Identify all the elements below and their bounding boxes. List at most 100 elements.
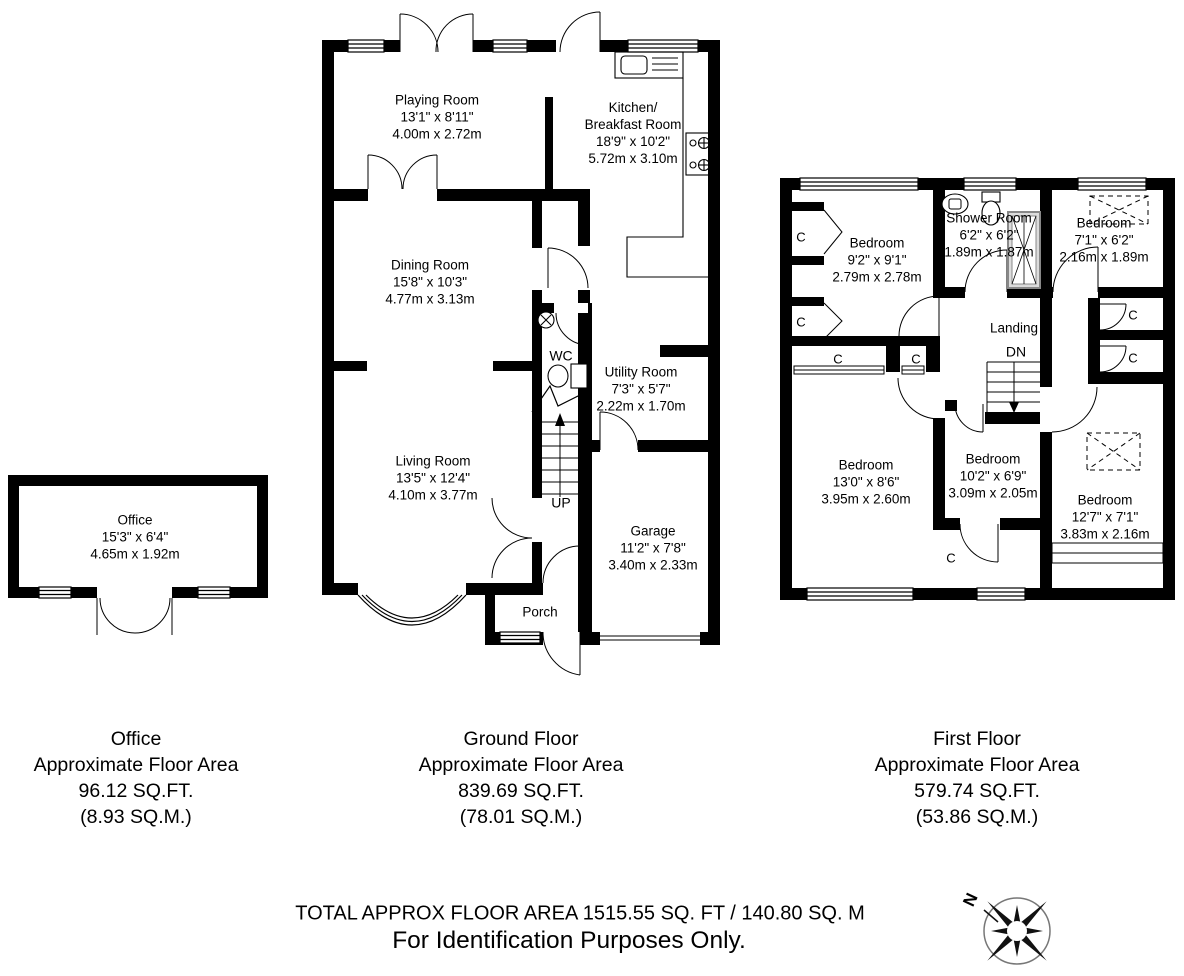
bay-window <box>357 594 467 626</box>
first-floor-windows <box>799 177 1147 601</box>
room-size-imperial: 13'5" x 12'4" <box>395 470 471 486</box>
room-name: Kitchen/ <box>608 100 658 115</box>
office-caption: Office Approximate Floor Area 96.12 SQ.F… <box>34 726 239 830</box>
room-size-metric: 4.65m x 1.92m <box>90 546 180 562</box>
caption-title: Office <box>110 728 162 750</box>
ground-floor-plan <box>322 11 720 676</box>
room-size-metric: 2.16m x 1.89m <box>1059 249 1149 265</box>
room-label-office: Office 15'3" x 6'4" 4.65m x 1.92m <box>90 512 179 563</box>
sink-unit <box>614 51 684 79</box>
room-size-metric: 4.10m x 3.77m <box>388 487 478 503</box>
room-label-bedroom-front: Bedroom 9'2" x 9'1" 2.79m x 2.78m <box>832 235 921 286</box>
room-label-bedroom-right: Bedroom 12'7" x 7'1" 3.83m x 2.16m <box>1060 492 1149 543</box>
room-size-imperial: 13'0" x 8'6" <box>832 474 900 490</box>
office-window <box>38 586 72 599</box>
room-name: Bedroom <box>838 457 894 473</box>
room-label-utility-room: Utility Room 7'3" x 5'7" 2.22m x 1.70m <box>596 364 685 415</box>
room-name: Breakfast Room <box>584 117 682 132</box>
kitchen-counter <box>626 78 708 278</box>
room-size-metric: 3.83m x 2.16m <box>1060 526 1150 542</box>
room-label-dining-room: Dining Room 15'8" x 10'3" 4.77m x 3.13m <box>385 257 474 308</box>
room-size-metric: 2.22m x 1.70m <box>596 398 686 414</box>
room-label-wc: WC <box>549 347 573 364</box>
total-floor-area: TOTAL APPROX FLOOR AREA 1515.55 SQ. FT /… <box>295 902 865 925</box>
office-window <box>197 586 231 599</box>
room-size-imperial: 15'3" x 6'4" <box>101 529 169 545</box>
toilet-bowl <box>981 200 1001 226</box>
fitted-unit <box>1051 542 1164 564</box>
room-name: Bedroom <box>1076 215 1132 231</box>
first-floor-doors <box>897 246 1127 563</box>
ground-floor-doors <box>367 11 639 676</box>
wc-fixtures <box>537 311 588 389</box>
room-size-imperial: 12'7" x 7'1" <box>1071 509 1139 525</box>
room-size-imperial: 7'3" x 5'7" <box>611 381 671 397</box>
caption-line: Approximate Floor Area <box>874 754 1080 776</box>
room-name: Office <box>117 512 153 528</box>
caption-line: Approximate Floor Area <box>33 754 239 776</box>
first-floor-caption: First Floor Approximate Floor Area 579.7… <box>875 726 1080 830</box>
room-size-imperial: 6'2" x 6'2" <box>959 227 1019 243</box>
office-plan <box>8 475 268 635</box>
caption-area-sqm: (53.86 SQ.M.) <box>915 806 1039 828</box>
room-name: Shower Room <box>946 210 1032 226</box>
room-name: Playing Room <box>394 92 480 108</box>
kitchen-fixtures <box>614 51 713 278</box>
caption-area-sqft: 579.74 SQ.FT. <box>914 780 1040 802</box>
room-size-metric: 5.72m x 3.10m <box>588 151 678 166</box>
closet-label: C <box>796 229 806 245</box>
disclaimer: For Identification Purposes Only. <box>392 927 746 954</box>
office-double-door <box>96 597 173 635</box>
room-name: Utility Room <box>604 364 678 380</box>
stairs-down <box>986 361 1040 413</box>
caption-title: Ground Floor <box>463 728 579 750</box>
room-size-metric: 4.00m x 2.72m <box>392 126 482 142</box>
room-name: Bedroom <box>965 451 1021 467</box>
room-size-imperial: 7'1" x 6'2" <box>1074 232 1134 248</box>
bay-wall-stub <box>466 583 474 595</box>
room-size-metric: 3.95m x 2.60m <box>821 491 911 507</box>
room-size-imperial: 15'8" x 10'3" <box>392 274 468 290</box>
stairs-up <box>531 384 591 497</box>
room-name: Living Room <box>395 453 471 469</box>
caption-line: Approximate Floor Area <box>418 754 624 776</box>
ground-floor-windows <box>347 39 699 644</box>
closet-label: C <box>946 550 956 566</box>
room-label-bedroom-top-right: Bedroom 7'1" x 6'2" 2.16m x 1.89m <box>1059 215 1148 266</box>
shower-room-fixtures <box>941 191 1041 289</box>
stairs-up-label: UP <box>551 494 571 511</box>
room-label-porch: Porch <box>522 604 558 620</box>
room-size-imperial: 9'2" x 9'1" <box>847 252 907 268</box>
caption-area-sqm: (8.93 SQ.M.) <box>80 806 192 828</box>
room-label-bedroom-left: Bedroom 13'0" x 8'6" 3.95m x 2.60m <box>821 457 910 508</box>
stairs-down-label: DN <box>1005 343 1027 360</box>
garage-door <box>600 635 700 641</box>
office-door-opening <box>97 587 172 598</box>
room-name: Dining Room <box>390 257 470 273</box>
closet-label: C <box>796 314 806 330</box>
room-size-imperial: 11'2" x 7'8" <box>620 540 686 556</box>
room-name: Garage <box>630 523 676 539</box>
toilet-cistern <box>570 363 588 389</box>
closet-label: C <box>1128 307 1138 323</box>
room-label-playing-room: Playing Room 13'1" x 8'11" 4.00m x 2.72m <box>392 92 481 143</box>
caption-area-sqft: 839.69 SQ.FT. <box>458 780 584 802</box>
room-size-imperial: 13'1" x 8'11" <box>400 109 474 125</box>
wardrobe-symbols <box>1086 195 1149 471</box>
room-label-landing: Landing <box>989 320 1039 336</box>
caption-area-sqm: (78.01 SQ.M.) <box>459 806 583 828</box>
room-label-kitchen-breakfast: Kitchen/ Breakfast Room 18'9" x 10'2" 5.… <box>585 99 682 167</box>
room-size-metric: 2.79m x 2.78m <box>832 269 922 285</box>
room-size-imperial: 18'9" x 10'2" <box>595 134 671 149</box>
closet-label: C <box>833 351 843 367</box>
sink-bowl <box>620 55 648 75</box>
room-label-garage: Garage 11'2" x 7'8" 3.40m x 2.33m <box>608 523 697 574</box>
room-name: Bedroom <box>1077 492 1133 508</box>
toilet-bowl <box>547 364 569 388</box>
room-label-living-room: Living Room 13'5" x 12'4" 4.10m x 3.77m <box>388 453 477 504</box>
room-size-imperial: 10'2" x 6'9" <box>959 468 1027 484</box>
room-size-metric: 1.89m x 1.87m <box>944 244 1034 260</box>
ground-floor-caption: Ground Floor Approximate Floor Area 839.… <box>419 726 624 830</box>
